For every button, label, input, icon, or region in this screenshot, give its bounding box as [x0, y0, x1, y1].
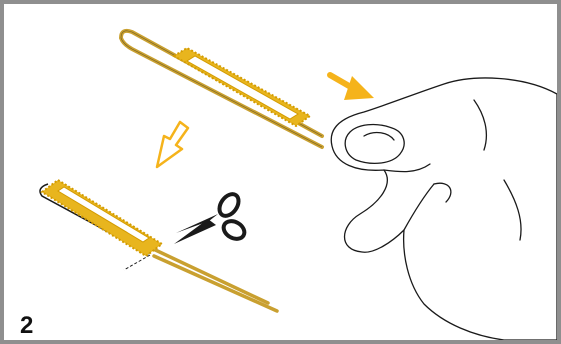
scissors-icon [174, 191, 248, 244]
illustration [4, 4, 557, 340]
folding-guide-icon [121, 31, 322, 147]
hand-icon [331, 78, 557, 340]
folded-tape-guide-icon [40, 180, 277, 311]
down-arrow-icon [157, 122, 188, 167]
pull-arrow-icon [330, 75, 374, 100]
step-number: 2 [20, 314, 33, 338]
